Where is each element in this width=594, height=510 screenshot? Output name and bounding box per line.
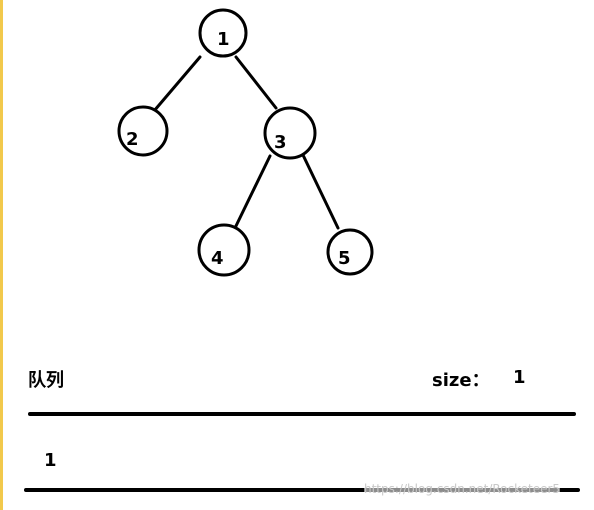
queue-top-line bbox=[28, 412, 576, 416]
edge-1-3 bbox=[234, 55, 278, 110]
size-value: 1 bbox=[513, 367, 526, 388]
edge-1-2 bbox=[152, 55, 202, 113]
tree-node-3: 3 bbox=[263, 106, 317, 160]
node-label-1: 1 bbox=[217, 29, 230, 50]
tree-node-5: 5 bbox=[326, 228, 374, 276]
tree-node-1: 1 bbox=[198, 8, 248, 58]
node-label-5: 5 bbox=[338, 248, 351, 269]
left-border bbox=[0, 0, 3, 510]
edge-3-5 bbox=[301, 153, 340, 230]
tree-node-4: 4 bbox=[197, 223, 251, 277]
queue-bottom-line bbox=[24, 488, 580, 492]
node-label-4: 4 bbox=[211, 248, 224, 269]
binary-tree-diagram: 1 2 3 4 5 bbox=[117, 8, 374, 277]
watermark-text: https://blog.csdn.net/Rocketeer5 bbox=[364, 482, 561, 496]
queue-title: 队列 bbox=[28, 370, 64, 391]
tree-node-2: 2 bbox=[117, 105, 169, 157]
size-label: size： bbox=[432, 370, 490, 391]
queue-item: 1 bbox=[44, 450, 57, 471]
edge-3-4 bbox=[233, 154, 272, 230]
node-label-2: 2 bbox=[126, 129, 139, 150]
node-label-3: 3 bbox=[274, 132, 287, 153]
